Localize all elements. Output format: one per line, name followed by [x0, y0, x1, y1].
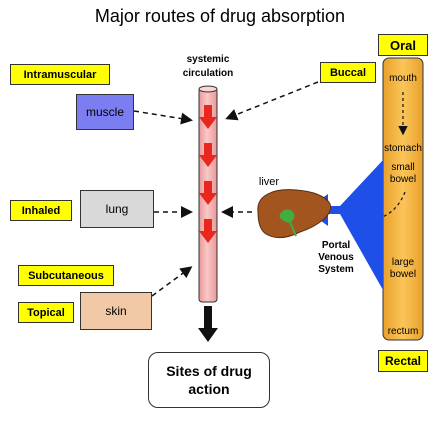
gut-large-bowel-1: large: [391, 257, 415, 268]
flow-arrows: [199, 105, 217, 243]
portal-line2: Venous: [318, 252, 354, 263]
systemic-label-line2: circulation: [182, 68, 234, 79]
label-topical: Topical: [18, 302, 74, 323]
gut-mouth: mouth: [389, 73, 417, 84]
label-inhaled: Inhaled: [10, 200, 72, 221]
gut-small-bowel-1: small: [391, 162, 415, 173]
label-rectal: Rectal: [378, 350, 428, 372]
systemic-label-line1: systemic: [186, 54, 230, 65]
portal-line3: System: [318, 264, 354, 275]
gut-stomach: stomach: [384, 143, 422, 154]
portal-line1: Portal: [321, 240, 351, 251]
gut-large-bowel-2: bowel: [389, 269, 417, 280]
lung-box: lung: [80, 190, 154, 228]
gut-small-bowel-2: bowel: [389, 174, 417, 185]
label-subcutaneous: Subcutaneous: [18, 265, 114, 286]
down-arrow-to-sites: [198, 306, 218, 342]
skin-box: skin: [80, 292, 152, 330]
label-buccal: Buccal: [320, 62, 376, 83]
sites-line2: action: [188, 381, 230, 397]
gut-rectum: rectum: [387, 326, 419, 337]
diagram-title: Major routes of drug absorption: [94, 6, 346, 26]
sites-of-action-box: Sites of drug action: [148, 352, 270, 408]
sites-line1: Sites of drug: [166, 363, 252, 379]
label-intramuscular: Intramuscular: [10, 64, 110, 85]
liver-label: liver: [258, 176, 280, 188]
label-oral: Oral: [378, 34, 428, 56]
portal-arrow: [306, 160, 383, 290]
liver-shape: [257, 189, 332, 239]
muscle-box: muscle: [76, 94, 134, 130]
